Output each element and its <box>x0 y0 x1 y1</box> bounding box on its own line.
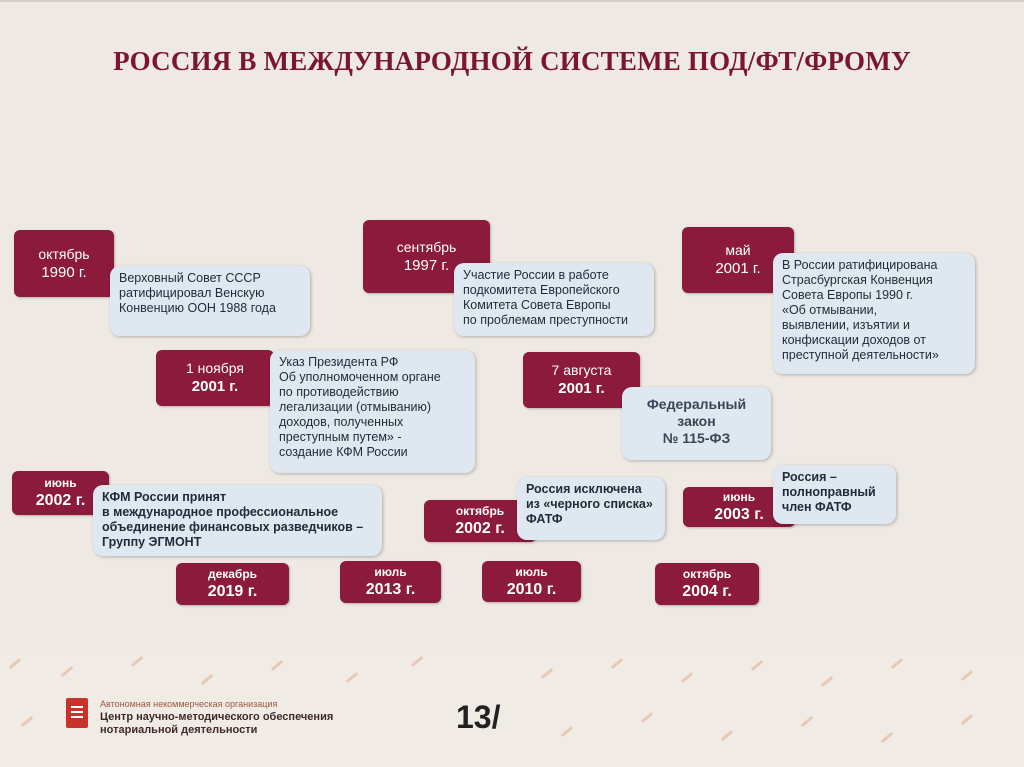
date-box-oct-2004: октябрь 2004 г. <box>655 563 759 605</box>
date-year: 2001 г. <box>715 259 760 278</box>
date-box-nov-2001: 1 ноября 2001 г. <box>156 350 274 406</box>
event-note-aug-2001: Федеральный закон № 115-ФЗ <box>622 387 771 460</box>
date-box-jul-2010: июль 2010 г. <box>482 561 581 602</box>
date-label: декабрь <box>208 567 257 582</box>
date-label: 7 августа <box>552 362 612 379</box>
top-border <box>0 0 1024 2</box>
date-year: 2001 г. <box>192 377 238 396</box>
date-label: сентябрь <box>397 239 457 256</box>
date-year: 2003 г. <box>714 505 764 524</box>
date-year: 2002 г. <box>455 519 505 538</box>
quill-pattern-icon <box>611 658 624 669</box>
quill-pattern-icon <box>411 656 424 667</box>
date-year: 1990 г. <box>41 263 86 282</box>
date-year: 2001 г. <box>558 379 604 398</box>
date-year: 2002 г. <box>36 491 86 510</box>
date-label: июль <box>374 565 406 580</box>
quill-pattern-icon <box>21 716 34 727</box>
quill-pattern-icon <box>641 712 654 723</box>
date-year: 2010 г. <box>507 580 557 599</box>
date-box-jul-2013: июль 2013 г. <box>340 561 441 603</box>
quill-pattern-icon <box>61 666 74 677</box>
event-note-sep-1997: Участие России в работе подкомитета Евро… <box>454 263 654 336</box>
quill-pattern-icon <box>131 656 144 667</box>
quill-pattern-icon <box>681 672 694 683</box>
date-label: 1 ноября <box>186 360 244 377</box>
org-name-line1: Центр научно-методического обеспечения <box>100 711 333 723</box>
quill-pattern-icon <box>346 672 359 683</box>
quill-pattern-icon <box>801 716 814 727</box>
date-label: октябрь <box>38 246 89 263</box>
date-year: 1997 г. <box>404 256 449 275</box>
quill-pattern-icon <box>721 730 734 741</box>
quill-pattern-icon <box>961 714 974 725</box>
event-note-jun-2003: Россия – полноправный член ФАТФ <box>773 465 896 524</box>
quill-pattern-icon <box>271 660 284 671</box>
quill-pattern-icon <box>821 676 834 687</box>
org-type-label: Автономная некоммерческая организация <box>100 699 277 709</box>
date-label: июнь <box>44 476 76 491</box>
date-label: май <box>725 242 750 259</box>
quill-pattern-icon <box>891 658 904 669</box>
quill-pattern-icon <box>541 668 554 679</box>
event-note-nov-2001: Указ Президента РФ Об уполномоченном орг… <box>270 350 475 473</box>
date-box-oct-1990: октябрь 1990 г. <box>14 230 114 297</box>
event-note-oct-2002: Россия исключена из «черного списка» ФАТ… <box>517 477 665 540</box>
page-number: 13/ <box>456 699 500 736</box>
date-year: 2019 г. <box>208 582 258 601</box>
date-year: 2004 г. <box>682 582 732 601</box>
organization-logo-icon <box>66 698 88 728</box>
date-box-dec-2019: декабрь 2019 г. <box>176 563 289 605</box>
date-year: 2013 г. <box>366 580 416 599</box>
date-label: июль <box>515 565 547 580</box>
quill-pattern-icon <box>881 732 894 743</box>
date-label: октябрь <box>456 504 504 519</box>
event-note-jun-2002: КФМ России принят в международное профес… <box>93 485 382 556</box>
quill-pattern-icon <box>561 726 574 737</box>
quill-pattern-icon <box>751 660 764 671</box>
org-name-line2: нотариальной деятельности <box>100 724 257 736</box>
quill-pattern-icon <box>961 670 974 681</box>
quill-pattern-icon <box>201 674 214 685</box>
event-note-oct-1990: Верховный Совет СССР ратифицировал Венск… <box>110 266 310 336</box>
quill-pattern-icon <box>9 658 22 669</box>
date-label: октябрь <box>683 567 731 582</box>
event-note-may-2001: В России ратифицирована Страсбургская Ко… <box>773 253 975 374</box>
date-label: июнь <box>723 490 755 505</box>
slide-title: РОССИЯ В МЕЖДУНАРОДНОЙ СИСТЕМЕ ПОД/ФТ/ФР… <box>0 46 1024 77</box>
